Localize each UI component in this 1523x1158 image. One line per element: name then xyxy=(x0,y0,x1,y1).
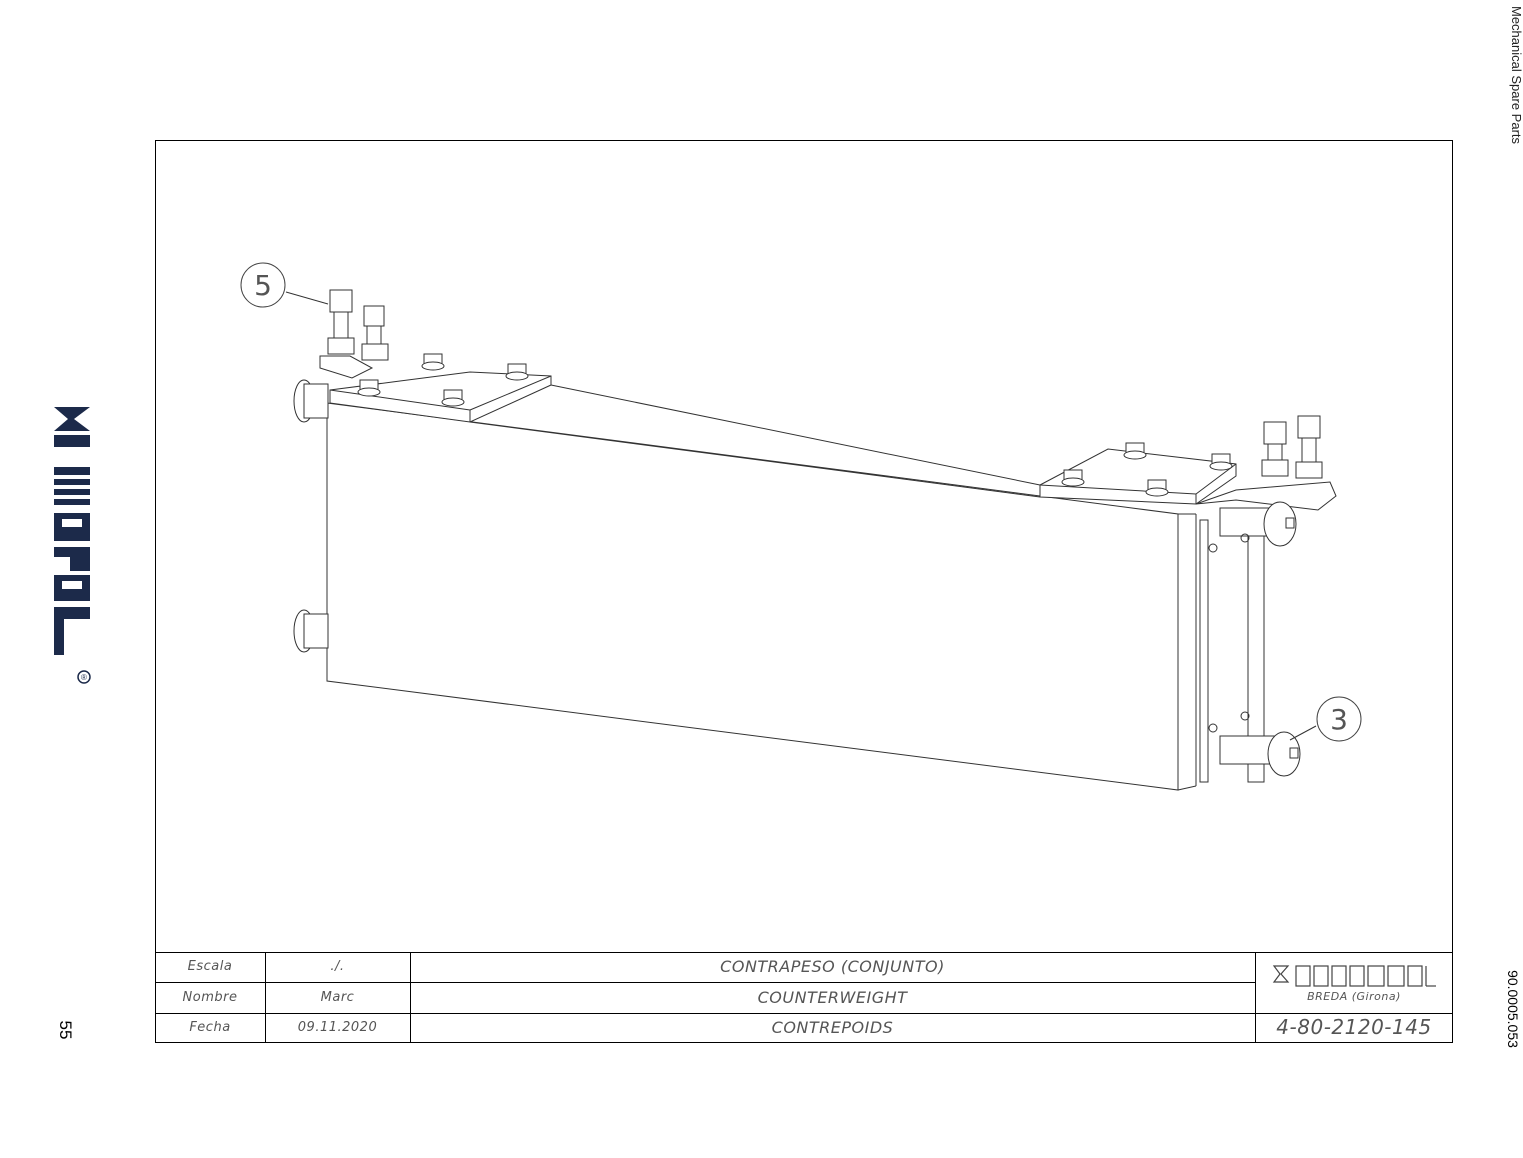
scale-value: ./. xyxy=(330,959,345,974)
title-french: CONTREPOIDS xyxy=(771,1018,894,1037)
side-caption: Mechanical Spare Parts xyxy=(1509,6,1523,145)
title-spanish: CONTRAPESO (CONJUNTO) xyxy=(720,957,945,976)
name-value: Marc xyxy=(320,990,355,1005)
scale-label: Escala xyxy=(187,959,233,974)
date-label: Fecha xyxy=(189,1020,231,1035)
callout-3: 3 xyxy=(1316,696,1362,742)
name-label: Nombre xyxy=(182,990,238,1005)
title-english: COUNTERWEIGHT xyxy=(757,988,908,1007)
company-logo xyxy=(1272,965,1436,987)
brand-logo: ® xyxy=(40,395,120,695)
svg-text:5: 5 xyxy=(254,269,272,302)
counterweight-drawing: 5 3 xyxy=(240,262,1362,791)
date-value: 09.11.2020 xyxy=(297,1020,378,1035)
page-number: 55 xyxy=(56,1020,75,1040)
title-block: Escala Nombre Fecha ./. Marc 09.11.2020 … xyxy=(155,952,1453,1043)
registered-mark-icon: ® xyxy=(77,670,91,684)
svg-text:3: 3 xyxy=(1330,703,1348,736)
document-code: 90.0005.053 xyxy=(1505,970,1521,1048)
drawing-number: 4-80-2120-145 xyxy=(1276,1015,1432,1039)
callout-5: 5 xyxy=(240,262,286,308)
company-location: BREDA (Girona) xyxy=(1307,990,1401,1003)
svg-text:®: ® xyxy=(81,673,87,682)
